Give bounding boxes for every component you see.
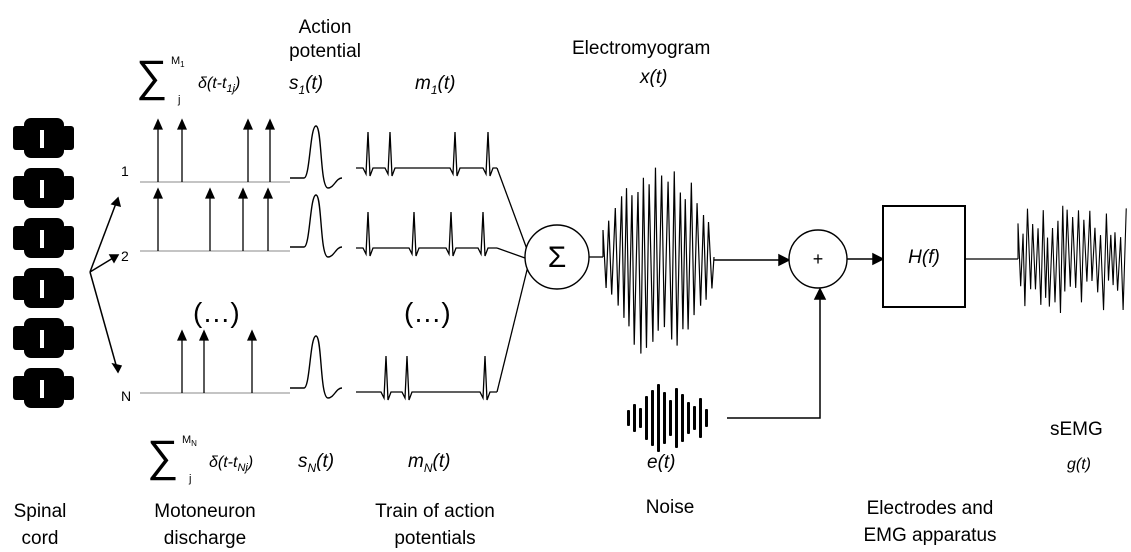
- noise-bar: [705, 409, 708, 427]
- action-potential-label-1: Action: [298, 17, 352, 38]
- noise-bar: [675, 388, 678, 448]
- noise-bar: [633, 404, 636, 432]
- impulse-arrowhead: [152, 187, 164, 199]
- spine-branch-arrows: [89, 196, 123, 374]
- noise-bar: [627, 410, 630, 426]
- vertebra-icon: [13, 168, 74, 208]
- motoneuron-discharge-trains: [140, 118, 290, 394]
- electromyogram-label: Electromyogram: [572, 38, 711, 59]
- row-number-2: 2: [121, 248, 129, 264]
- formula-bottom-upper: MN: [182, 434, 197, 449]
- noise-bar: [681, 394, 684, 442]
- et-label: e(t): [647, 452, 676, 473]
- formula-top-sigma: ∑: [136, 52, 168, 101]
- action-potential-waveforms: [290, 125, 343, 399]
- noise-bar: [687, 402, 690, 434]
- formula-top-upper: M1: [171, 55, 185, 70]
- spinal-cord-icon: [13, 118, 74, 408]
- vertebra-icon: [13, 318, 74, 358]
- impulse-arrowhead: [152, 118, 164, 130]
- impulse-arrowhead: [264, 118, 276, 130]
- m1-label: m1(t): [415, 73, 456, 97]
- noise-bar: [669, 400, 672, 436]
- sigma-symbol: Σ: [547, 241, 567, 274]
- action-potential-trains: [356, 131, 497, 401]
- noise-bar: [663, 392, 666, 444]
- caption-noise: Noise: [645, 497, 695, 518]
- action-potential-shape: [290, 125, 343, 189]
- caption-spinal-2: cord: [21, 528, 59, 549]
- formula-bottom-sigma: ∑: [147, 432, 179, 481]
- impulse-arrowhead: [198, 329, 210, 341]
- action-potential-shape: [290, 194, 343, 258]
- impulse-arrowhead: [246, 329, 258, 341]
- impulse-arrowhead: [237, 187, 249, 199]
- impulse-arrowhead: [176, 329, 188, 341]
- hf-label: H(f): [908, 247, 940, 268]
- noise-to-adder-arrow: [727, 287, 827, 419]
- sN-label: sN(t): [298, 451, 335, 475]
- vertebra-icon: [13, 118, 74, 158]
- emg-to-adder-arrow: [714, 253, 791, 267]
- action-potential-train: [356, 211, 497, 257]
- noise-bar: [693, 406, 696, 430]
- semg-signal-gt: [1017, 205, 1127, 313]
- impulse-arrowhead: [176, 118, 188, 130]
- formula-bottom-lower: j: [189, 473, 192, 485]
- noise-bar: [657, 384, 660, 452]
- noise-bar: [645, 396, 648, 440]
- impulse-arrowhead: [204, 187, 216, 199]
- action-potential-label-2: potential: [289, 41, 361, 62]
- noise-bar: [699, 398, 702, 438]
- ellipsis-discharge: (…): [193, 297, 240, 328]
- row-number-n: N: [121, 388, 132, 404]
- formula-top-expr: δ(t-t1j): [198, 75, 241, 96]
- s1-label: s1(t): [289, 73, 324, 97]
- caption-train-2: potentials: [394, 528, 476, 549]
- caption-moto-2: discharge: [163, 528, 247, 549]
- formula-bottom-expr: δ(t-tNj): [209, 454, 254, 475]
- noise-icon: [627, 384, 708, 452]
- gt-label: g(t): [1067, 456, 1091, 473]
- mN-label: mN(t): [408, 451, 451, 475]
- action-potential-train: [356, 131, 497, 177]
- emg-signal-xt: [602, 167, 715, 354]
- xt-label: x(t): [640, 67, 668, 88]
- filter-box: [882, 205, 966, 308]
- plus-symbol: +: [812, 249, 824, 269]
- action-potential-shape: [290, 335, 343, 399]
- semg-label: sEMG: [1050, 419, 1103, 440]
- impulse-arrowhead: [242, 118, 254, 130]
- caption-train-1: Train of action: [375, 501, 495, 522]
- ellipsis-trains: (…): [404, 297, 451, 328]
- formula-top-lower: j: [178, 94, 181, 106]
- adder-to-filter-arrow: [847, 252, 885, 266]
- caption-spinal-1: Spinal: [13, 501, 67, 522]
- caption-moto-1: Motoneuron: [154, 501, 256, 522]
- caption-elec-1: Electrodes and: [866, 498, 994, 519]
- row-number-1: 1: [121, 163, 129, 179]
- action-potential-train: [356, 355, 497, 401]
- sum-input-lines: [496, 167, 529, 393]
- caption-elec-2: EMG apparatus: [863, 525, 997, 546]
- noise-bar: [639, 408, 642, 428]
- vertebra-icon: [13, 218, 74, 258]
- noise-bar: [651, 390, 654, 446]
- vertebra-icon: [13, 268, 74, 308]
- impulse-arrowhead: [262, 187, 274, 199]
- vertebra-icon: [13, 368, 74, 408]
